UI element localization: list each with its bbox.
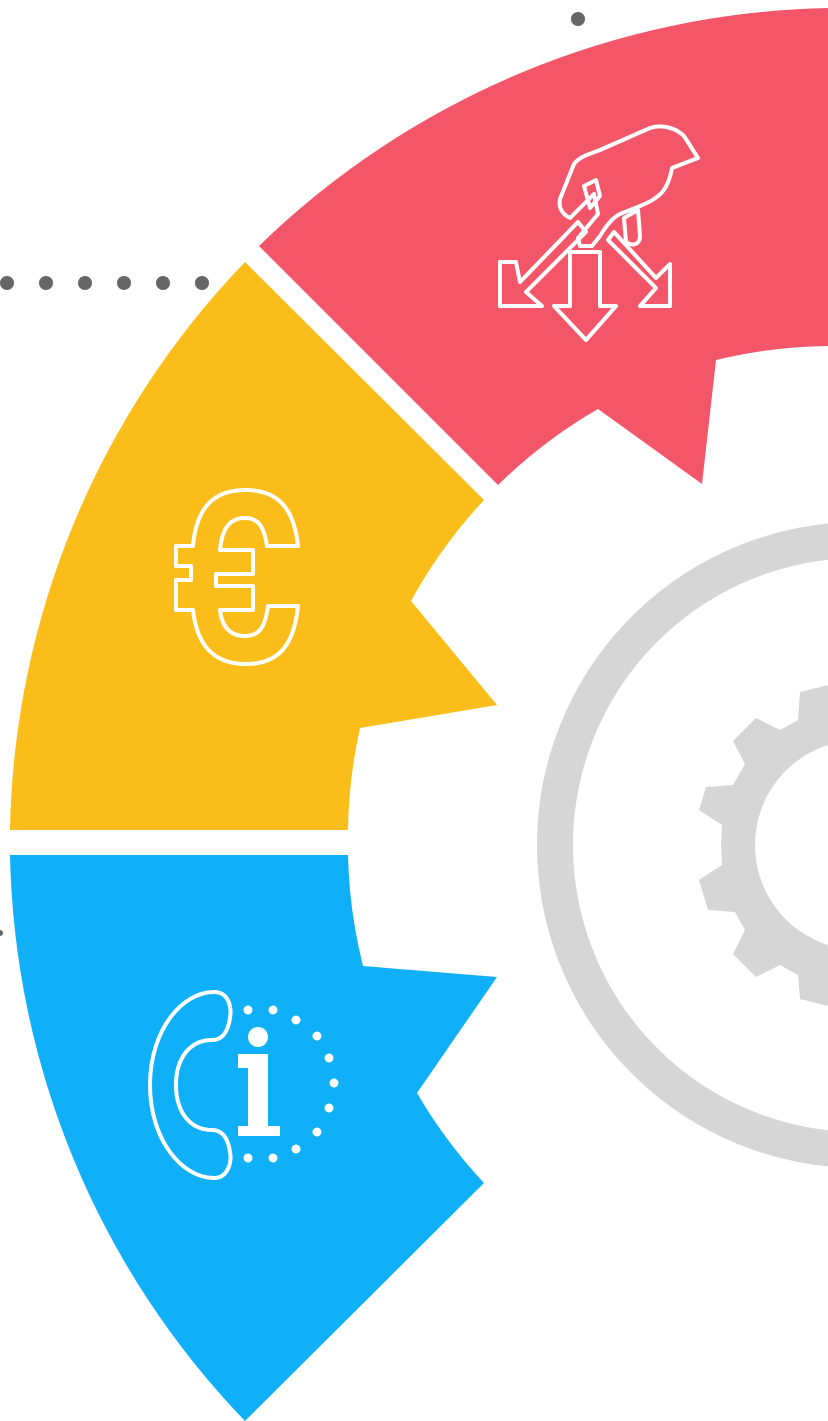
segment-support xyxy=(10,855,497,1421)
segment-tools xyxy=(259,8,828,485)
dotted-connector-top xyxy=(571,12,585,26)
euro-icon xyxy=(174,488,300,666)
phone-info-icon xyxy=(148,990,339,1180)
dotted-connector-left xyxy=(0,276,209,290)
hand-tools-arrows-icon xyxy=(498,124,700,342)
dotted-connector-edge xyxy=(0,930,3,936)
gear-icon xyxy=(699,685,828,1006)
segment-cost xyxy=(10,262,497,830)
center-ring xyxy=(537,523,828,1167)
